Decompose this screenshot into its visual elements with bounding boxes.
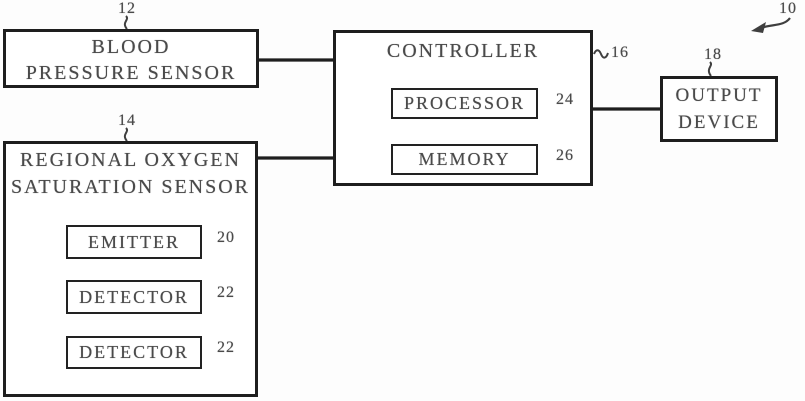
figure-ref-arrow-10 xyxy=(751,17,791,33)
detector-block-1: DETECTOR xyxy=(66,280,202,314)
ros-sensor-label-line2: SATURATION SENSOR xyxy=(10,176,251,198)
output-device-label-line2: DEVICE xyxy=(678,112,760,133)
regional-oxygen-saturation-sensor-block: REGIONAL OXYGEN SATURATION SENSOR EMITTE… xyxy=(3,141,258,397)
blood-pressure-sensor-block: BLOOD PRESSURE SENSOR xyxy=(3,29,259,88)
detector-block-2: DETECTOR xyxy=(66,336,202,369)
ref-numeral-10: 10 xyxy=(779,0,797,17)
output-device-label-line1: OUTPUT xyxy=(675,85,763,106)
ref-numeral-22-second: 22 xyxy=(217,339,235,356)
controller-label: CONTROLLER xyxy=(386,40,540,62)
ref-numeral-12: 12 xyxy=(118,0,136,17)
tilde-leader-16 xyxy=(593,49,609,59)
leader-squiggle-18 xyxy=(707,61,712,77)
ref-numeral-24: 24 xyxy=(556,91,574,108)
ref-numeral-26: 26 xyxy=(556,147,574,164)
blood-pressure-sensor-label-line1: BLOOD xyxy=(91,36,171,58)
controller-block: CONTROLLER PROCESSOR MEMORY xyxy=(333,30,593,186)
ros-sensor-label-line1: REGIONAL OXYGEN xyxy=(20,149,241,171)
memory-block: MEMORY xyxy=(391,144,538,175)
ref-numeral-16: 16 xyxy=(611,44,629,61)
output-device-block: OUTPUT DEVICE xyxy=(660,76,778,142)
blood-pressure-sensor-label-line2: PRESSURE SENSOR xyxy=(25,62,237,84)
ref-numeral-18: 18 xyxy=(704,46,722,63)
emitter-block: EMITTER xyxy=(66,225,202,259)
ref-numeral-14: 14 xyxy=(118,112,136,129)
processor-block: PROCESSOR xyxy=(391,88,538,119)
ref-numeral-20: 20 xyxy=(217,229,235,246)
ref-numeral-22-first: 22 xyxy=(217,284,235,301)
